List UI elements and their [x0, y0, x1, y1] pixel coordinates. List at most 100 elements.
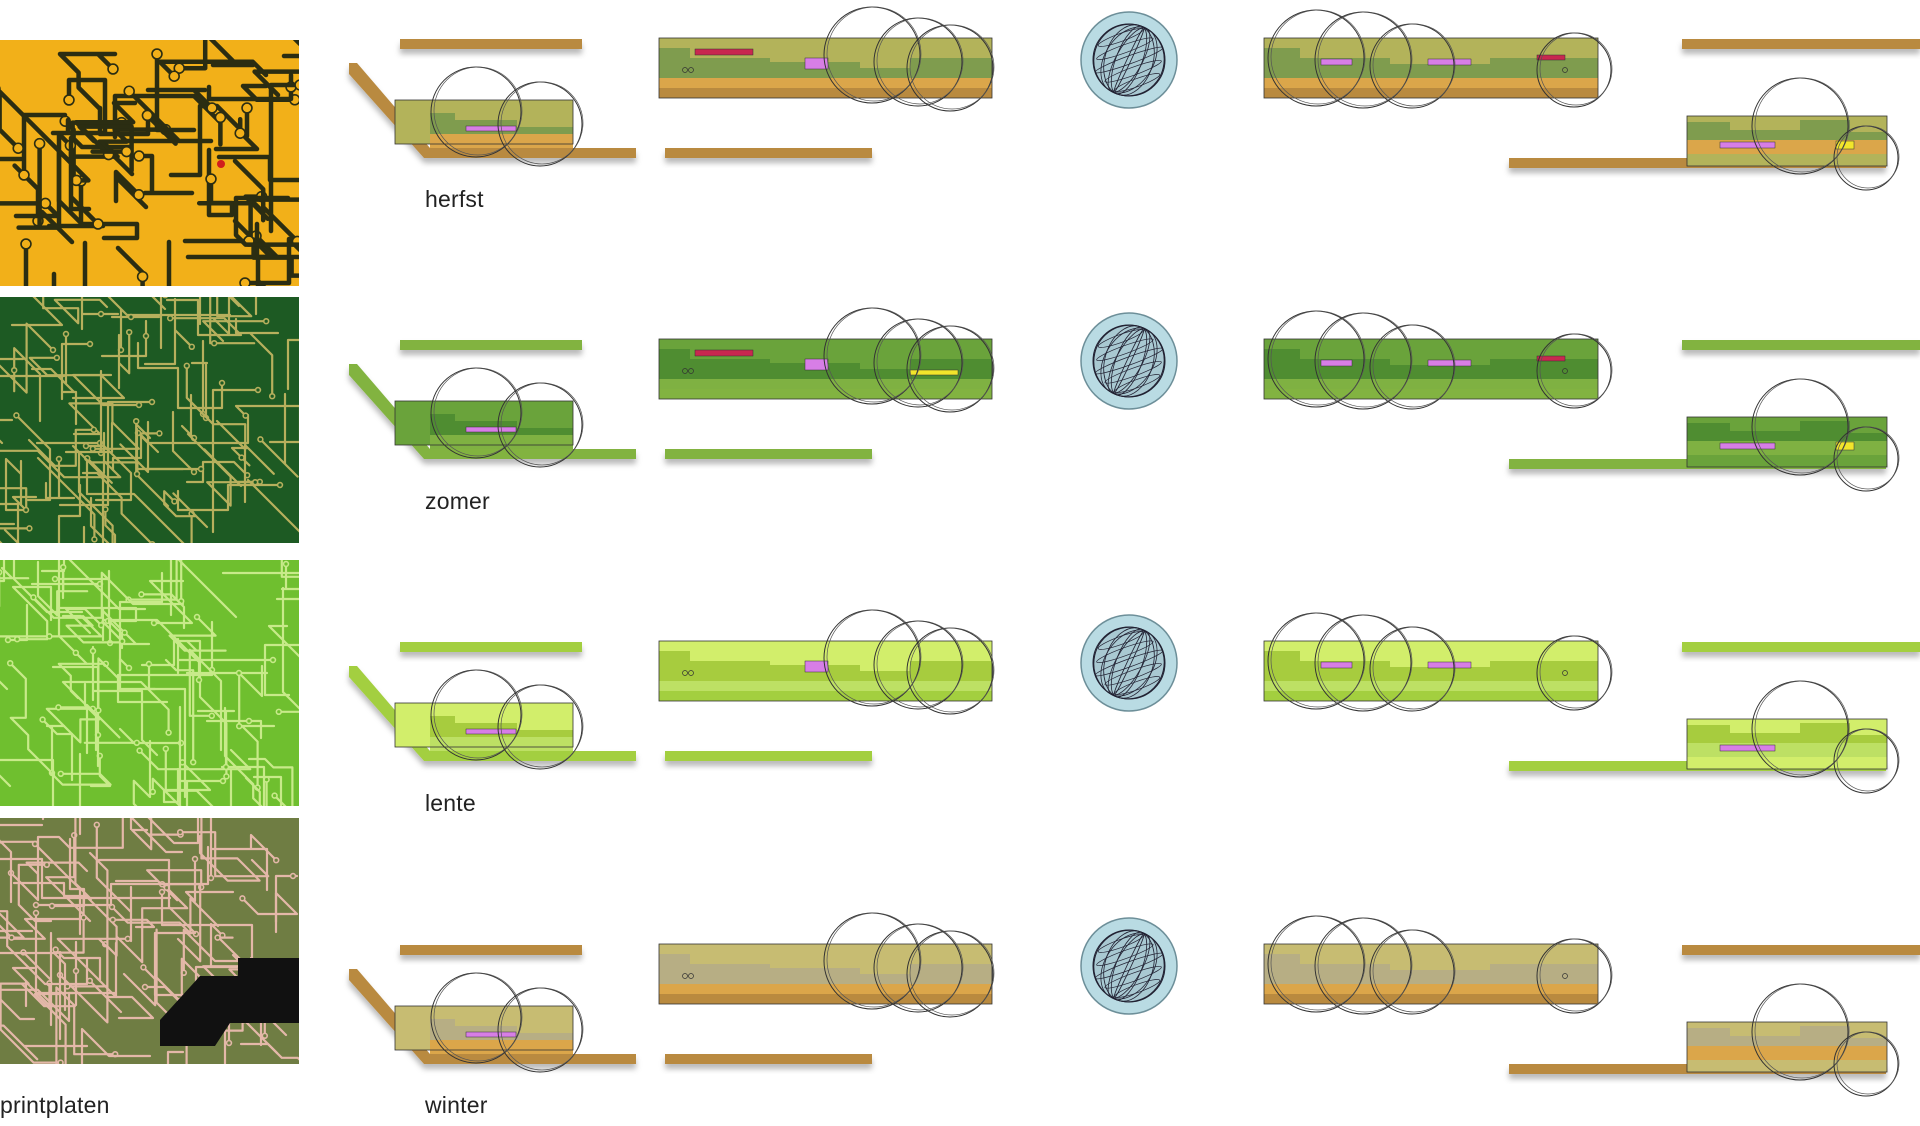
- globe-meridian: [1093, 929, 1165, 1003]
- long-outline: [658, 37, 993, 99]
- pcb-trace: [135, 427, 185, 476]
- pcb-pad: [168, 70, 180, 82]
- pcb-trace: [66, 937, 109, 988]
- outline-circle: [876, 923, 964, 1011]
- pcb-trace: [48, 770, 112, 786]
- step-layer-base: [1687, 441, 1887, 455]
- globe-parallel: [1096, 640, 1154, 664]
- pcb-trace: [12, 560, 84, 614]
- pcb-pad: [22, 506, 30, 514]
- pcb-trace: [85, 455, 193, 543]
- pcb-trace: [57, 703, 121, 755]
- pcb-pad: [188, 343, 196, 351]
- pcb-pad: [133, 189, 145, 201]
- floor-strip: [1682, 945, 1920, 955]
- season-row-zomer: [349, 307, 1920, 492]
- pcb-trace: [50, 77, 108, 136]
- step-outline: [1686, 1021, 1888, 1073]
- pcb-trace: [241, 891, 299, 934]
- pcb-trace: [80, 297, 120, 331]
- globe-meridian: [1093, 23, 1165, 97]
- pcb-pad: [121, 629, 128, 636]
- globe-parallel: [1097, 329, 1144, 348]
- pcb-trace: [4, 457, 28, 512]
- pcb-pad: [235, 669, 243, 677]
- pcb-pad: [127, 313, 135, 321]
- floor-strip: [400, 39, 582, 49]
- step-yellow-block: [1835, 140, 1855, 150]
- pcb-pad: [197, 465, 205, 473]
- pcb-trace: [117, 331, 131, 390]
- long2-layer-base: [1264, 379, 1598, 391]
- pcb-pad: [276, 481, 284, 489]
- pcb-texture: [0, 818, 299, 1064]
- globe-parallel: [1097, 934, 1144, 953]
- long-hole: [682, 670, 688, 676]
- pcb-trace: [78, 818, 82, 836]
- pcb-trace: [138, 748, 252, 771]
- pcb-trace: [91, 645, 159, 757]
- pcb-pad: [31, 840, 39, 848]
- pcb-trace: [194, 922, 239, 993]
- pcb-pad: [294, 79, 299, 91]
- floor-strip: [665, 148, 872, 158]
- pcb-pad: [12, 142, 24, 154]
- pcb-trace: [255, 254, 267, 286]
- pcb-trace: [163, 490, 209, 529]
- pcb-pad: [0, 569, 3, 576]
- pcb-pad: [222, 763, 230, 771]
- outline-circle: [876, 318, 964, 406]
- caption-printplaten: printplaten: [0, 1092, 110, 1118]
- pcb-trace: [268, 82, 299, 234]
- floor-strip: [1682, 340, 1920, 350]
- long-hole: [682, 368, 688, 374]
- step-outline: [1686, 416, 1888, 468]
- pcb-trace: [80, 1027, 152, 1064]
- pcb-trace: [168, 615, 227, 652]
- pcb-pad: [289, 872, 297, 880]
- pcb-pad: [272, 856, 280, 864]
- pcb-pad: [13, 412, 20, 419]
- long2-pink-block: [1427, 359, 1472, 367]
- long2-outline: [1263, 640, 1599, 702]
- step-layer-base: [1687, 140, 1887, 154]
- season-row-lente: [349, 609, 1920, 794]
- pcb-trace: [0, 614, 103, 638]
- pcb-pad: [90, 426, 98, 434]
- pcb-trace: [114, 869, 203, 902]
- pcb-trace: [246, 478, 299, 533]
- pcb-pad: [195, 676, 203, 684]
- pcb-trace: [0, 1024, 89, 1061]
- pcb-trace: [164, 658, 195, 764]
- outline-circle: [433, 669, 523, 759]
- outline-circle: [1836, 728, 1900, 792]
- pcb-photo-zomer: [0, 297, 299, 543]
- pcb-trace: [205, 719, 263, 740]
- pcb-pad: [165, 729, 172, 736]
- pcb-trace: [234, 404, 299, 444]
- pcb-pad: [268, 392, 276, 400]
- globe-parallel: [1114, 676, 1161, 695]
- pcb-trace: [17, 863, 53, 923]
- pcb-trace: [220, 765, 287, 806]
- pcb-pad: [176, 828, 184, 836]
- pcb-trace: [243, 1019, 279, 1055]
- globe-parallel: [1097, 631, 1144, 650]
- pcb-pad: [62, 330, 70, 338]
- pcb-trace: [221, 571, 299, 575]
- pcb-trace: [0, 374, 66, 378]
- pcb-pad: [149, 540, 156, 543]
- pcb-pad: [257, 436, 264, 443]
- season-row-herfst: [349, 6, 1920, 191]
- pcb-pad: [158, 888, 166, 896]
- pcb-trace: [252, 69, 299, 98]
- pcb-pad: [53, 354, 61, 362]
- pcb-pad: [4, 636, 12, 644]
- pcb-black-component: [160, 958, 299, 1046]
- long-outline: [658, 338, 993, 400]
- outline-circle: [1317, 917, 1413, 1013]
- outline-circle: [1372, 23, 1456, 107]
- outline-circle: [500, 684, 584, 768]
- pcb-pad: [269, 656, 277, 664]
